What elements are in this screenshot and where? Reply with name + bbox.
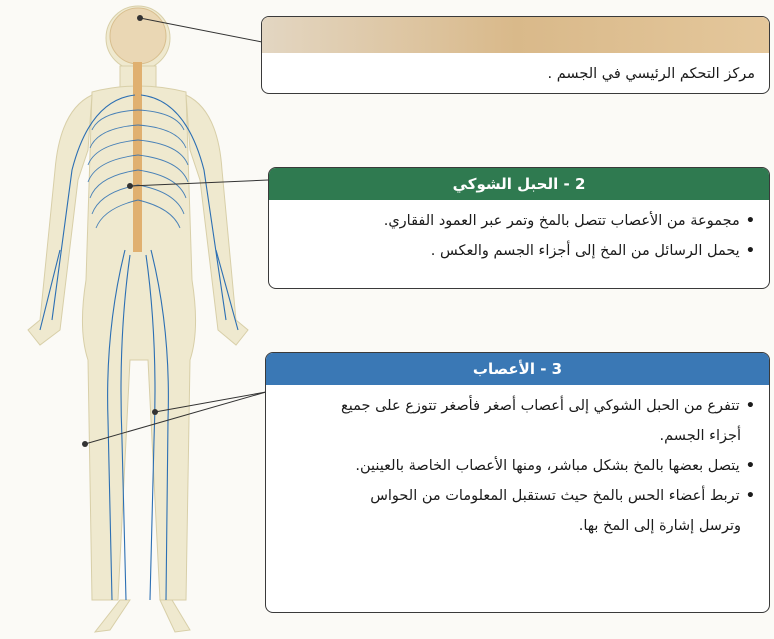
brain-info-box: مركز التحكم الرئيسي في الجسم . <box>261 16 770 94</box>
nerve-marker-right <box>152 409 158 415</box>
spinal-cord-title: 2 - الحبل الشوكي <box>269 168 769 200</box>
spinal-cord-info-box: 2 - الحبل الشوكي مجموعة من الأعصاب تتصل … <box>268 167 770 289</box>
nerves-bullet-1: تتفرع من الحبل الشوكي إلى أعصاب أصغر فأص… <box>276 391 755 421</box>
spinal-cord-bullet-1: مجموعة من الأعصاب تتصل بالمخ وتمر عبر ال… <box>279 206 755 236</box>
spine-marker <box>127 183 133 189</box>
nerves-bullet-1-continuation: أجزاء الجسم. <box>276 421 755 451</box>
spinal-cord-body: مجموعة من الأعصاب تتصل بالمخ وتمر عبر ال… <box>269 200 769 272</box>
brain-box-header <box>262 17 769 53</box>
nerves-bullet-3-continuation: وترسل إشارة إلى المخ بها. <box>276 511 755 541</box>
nerves-title: 3 - الأعصاب <box>266 353 769 385</box>
nerve-marker-left <box>82 441 88 447</box>
nerves-bullet-2: يتصل بعضها بالمخ بشكل مباشر، ومنها الأعص… <box>276 451 755 481</box>
nerves-body: تتفرع من الحبل الشوكي إلى أعصاب أصغر فأص… <box>266 385 769 547</box>
nervous-system-illustration <box>0 0 290 639</box>
nerves-bullet-3: تربط أعضاء الحس بالمخ حيث تستقبل المعلوم… <box>276 481 755 511</box>
spinal-cord <box>133 62 142 252</box>
nerves-info-box: 3 - الأعصاب تتفرع من الحبل الشوكي إلى أع… <box>265 352 770 613</box>
brain-box-body: مركز التحكم الرئيسي في الجسم . <box>262 53 769 94</box>
spinal-cord-bullet-2: يحمل الرسائل من المخ إلى أجزاء الجسم وال… <box>279 236 755 266</box>
brain-marker <box>137 15 143 21</box>
brain-description: مركز التحكم الرئيسي في الجسم . <box>272 59 755 89</box>
